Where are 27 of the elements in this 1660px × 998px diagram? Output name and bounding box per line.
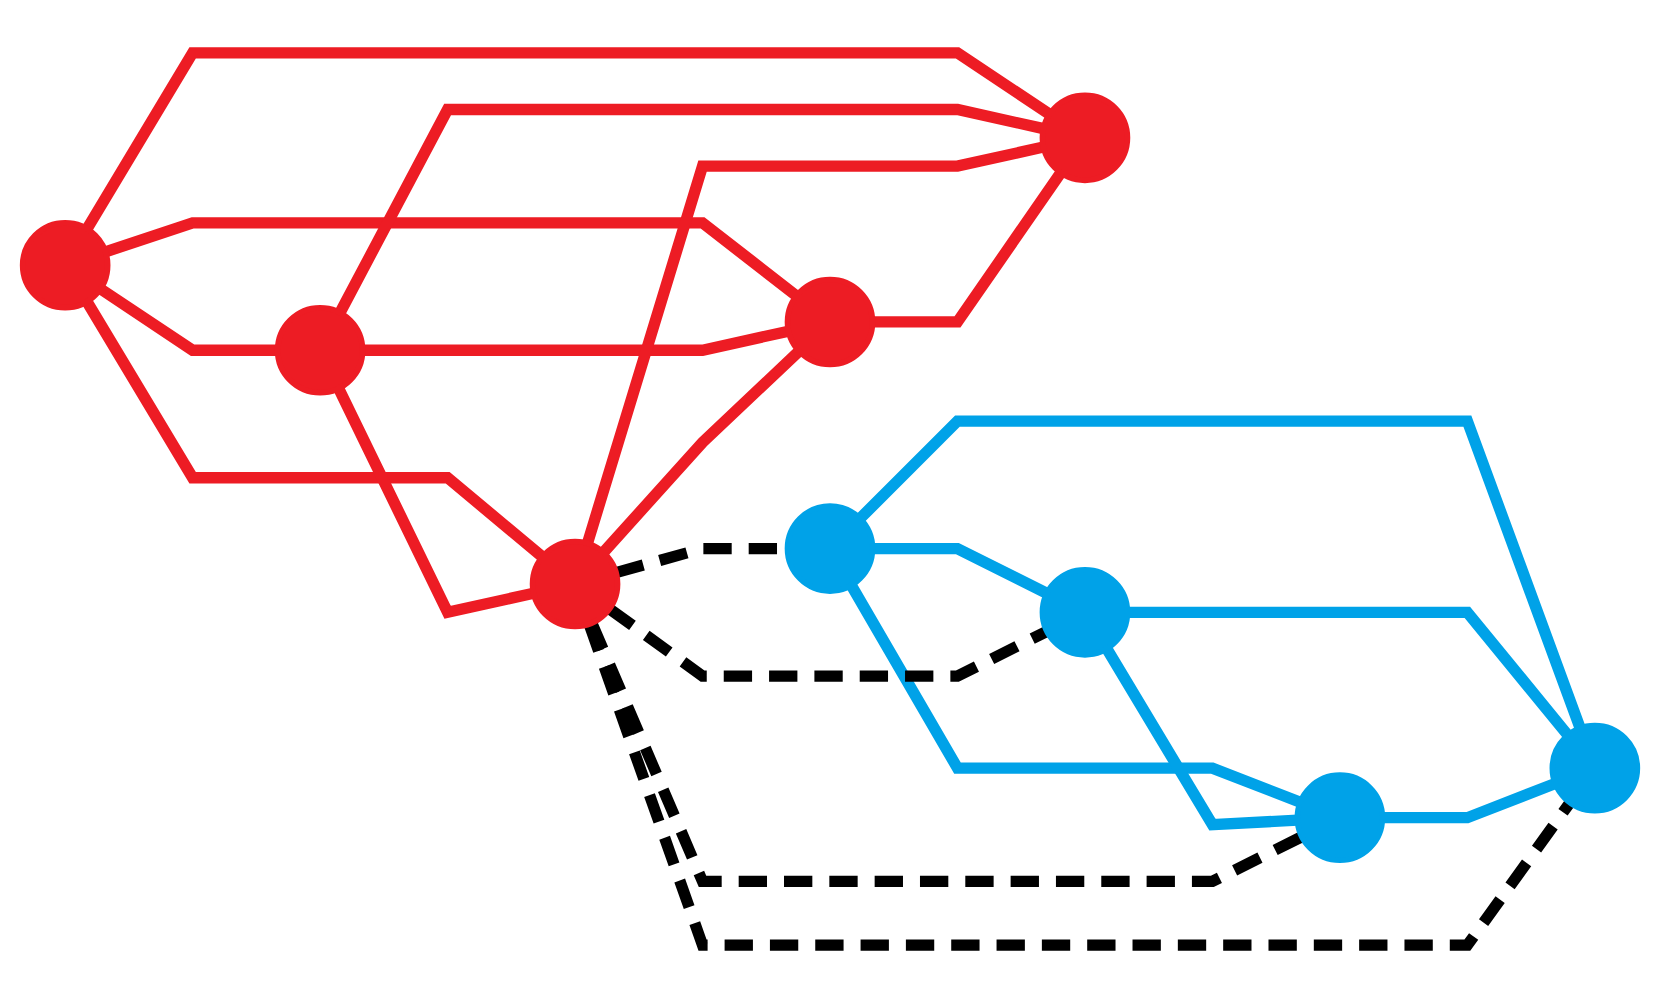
connector xyxy=(856,415,1586,731)
connector xyxy=(82,298,547,562)
connector xyxy=(606,604,1050,682)
connector xyxy=(97,284,278,356)
connector xyxy=(583,622,1575,951)
connector xyxy=(872,542,1050,599)
connector xyxy=(1101,645,1298,831)
connector xyxy=(333,386,535,619)
connector xyxy=(599,347,803,557)
node-circle xyxy=(784,276,876,368)
node-circle xyxy=(1549,722,1641,814)
node-circle xyxy=(1039,567,1131,658)
node-circle xyxy=(529,538,621,630)
node-circle xyxy=(1039,92,1131,184)
connector xyxy=(334,103,1045,316)
connector xyxy=(846,582,1303,808)
connector xyxy=(103,217,800,301)
connector xyxy=(362,325,790,356)
connector xyxy=(1382,778,1558,824)
connector xyxy=(582,141,1045,545)
node-circle xyxy=(19,219,111,311)
connector xyxy=(82,47,1053,232)
connector xyxy=(872,169,1066,328)
node-circle xyxy=(1294,772,1386,863)
connector xyxy=(1127,606,1573,739)
node-circle xyxy=(784,503,876,594)
node-circle xyxy=(274,304,366,396)
